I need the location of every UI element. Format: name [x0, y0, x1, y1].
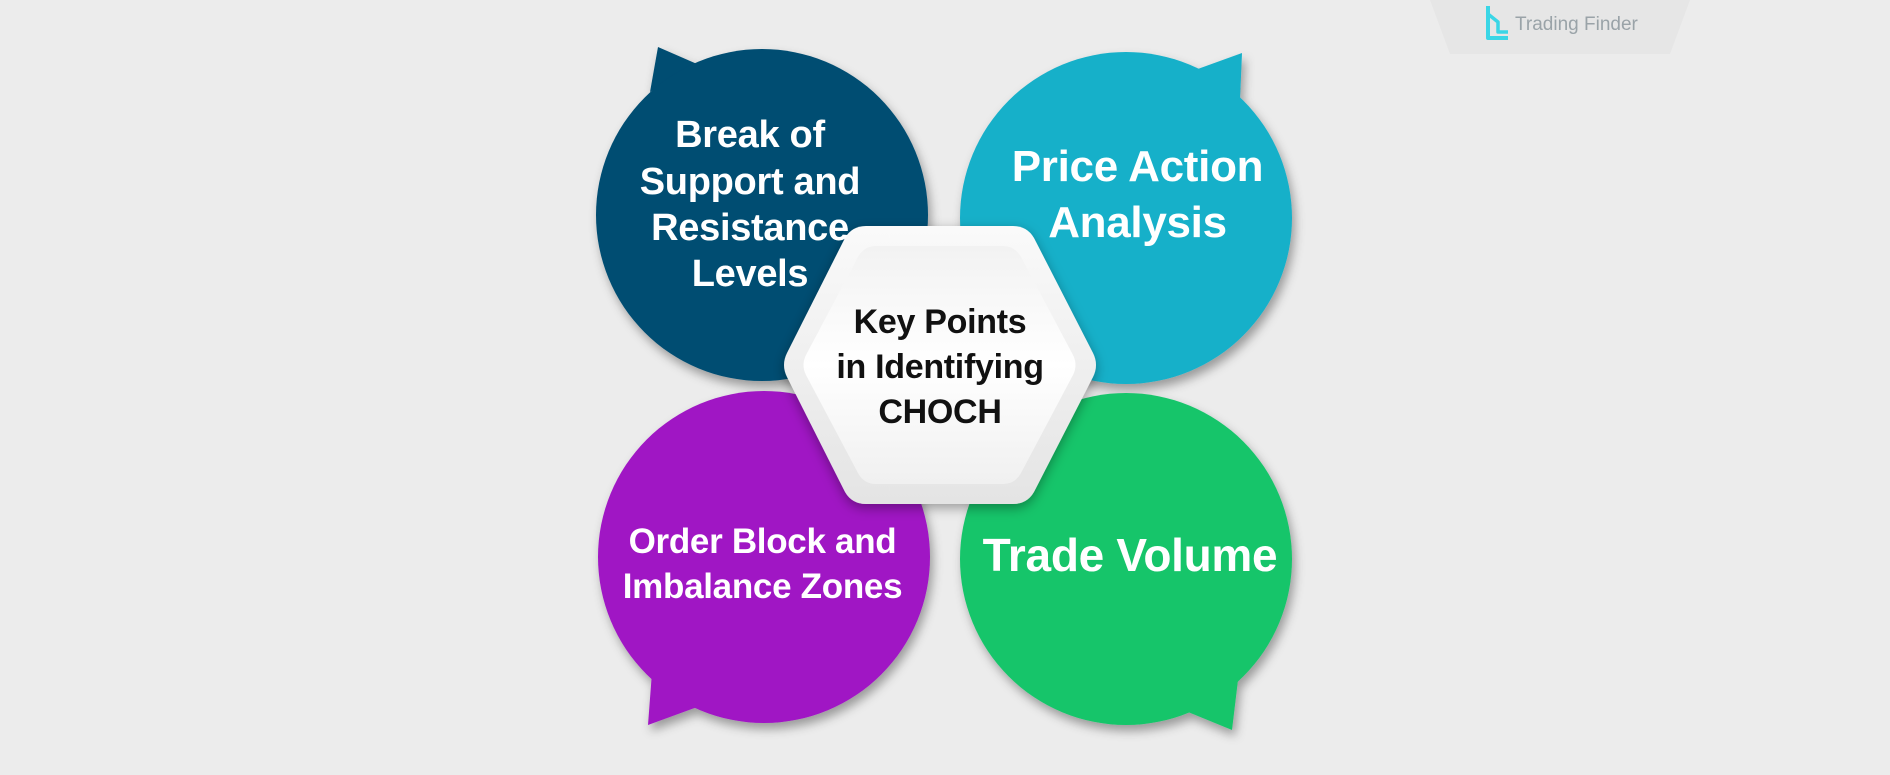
bubble-bottom-left-label: Order Block and Imbalance Zones: [610, 520, 915, 610]
center-title-line: in Identifying: [836, 348, 1044, 387]
center-title: Key Points in Identifying CHOCH: [810, 295, 1070, 440]
brand-tab-shape: [1430, 0, 1690, 54]
bubble-bottom-left-line: Order Block and: [628, 522, 897, 562]
bubble-bottom-right-shape: [960, 393, 1292, 730]
center-title-line: CHOCH: [878, 392, 1002, 431]
trading-finder-logo-icon: [1486, 6, 1508, 40]
bubble-top-right-label: Price Action Analysis: [990, 135, 1285, 255]
bubble-top-left-line: Break of: [675, 114, 825, 157]
bubble-top-left-line: Support and: [639, 160, 861, 203]
brand-watermark: Trading Finder: [1430, 0, 1690, 54]
bubble-top-left-line: Resistance: [651, 207, 849, 249]
bubble-bottom-right-line: Trade Volume: [982, 528, 1278, 581]
center-hexagon: [784, 226, 1096, 504]
center-title-line: Key Points: [853, 303, 1027, 342]
bubble-top-left-label: Break of Support and Resistance Levels: [615, 105, 885, 305]
bubble-top-left-line: Levels: [691, 253, 809, 296]
brand-name: Trading Finder: [1515, 14, 1638, 35]
bubble-bottom-left-line: Imbalance Zones: [622, 567, 903, 606]
bubble-top-right-line: Price Action: [1011, 142, 1264, 192]
bubble-bottom-right-label: Trade Volume: [975, 520, 1285, 590]
bubble-top-right-line: Analysis: [1048, 198, 1227, 247]
